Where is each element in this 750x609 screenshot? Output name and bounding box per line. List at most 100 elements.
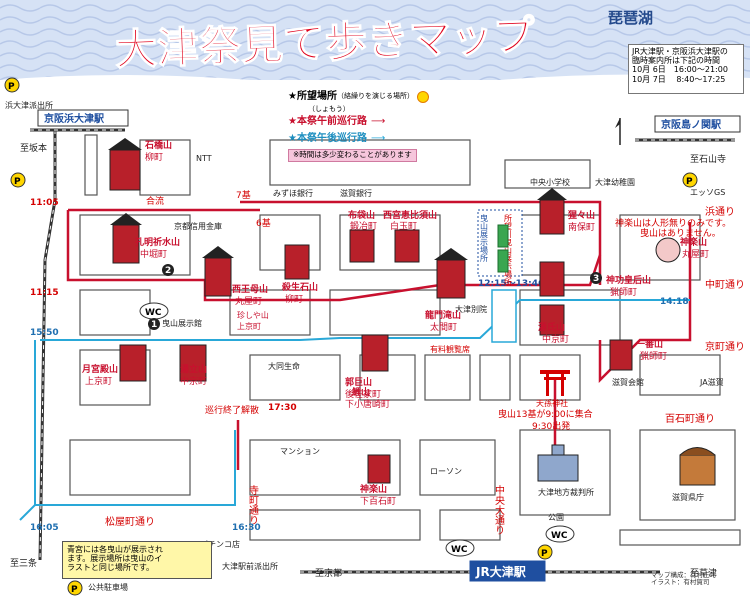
shoreline xyxy=(0,74,750,90)
svg-text:2: 2 xyxy=(165,266,171,276)
float-4[interactable]: 西王母山 丸屋町 xyxy=(202,246,268,307)
green-stand xyxy=(497,249,509,273)
svg-text:11:15: 11:15 xyxy=(30,288,59,298)
svg-text:猟師町: 猟師町 xyxy=(610,286,637,298)
svg-text:P: P xyxy=(71,585,78,595)
float-13[interactable]: 源氏山 中京町 xyxy=(538,304,569,345)
float-5[interactable]: 殺生石山 柳町 xyxy=(281,244,318,305)
note-line1: 青宮には各曳山が展示され xyxy=(67,545,163,554)
keihan-shimanoseki-station[interactable]: 京阪島ノ関駅 xyxy=(654,115,741,133)
wc-text: WC xyxy=(145,308,162,318)
to-kyoto: 至京都 xyxy=(315,567,342,579)
morning-arrow-icon: ⟶ xyxy=(370,115,386,127)
svg-text:下百石町: 下百石町 xyxy=(360,496,396,507)
street-hyakkoku: 百石町通り xyxy=(665,413,715,425)
hours-day2: 10月 7日 8:40～17:25 xyxy=(632,74,726,84)
float-2[interactable]: 龍門滝山 太間町 xyxy=(425,248,468,333)
svg-text:下小唐崎町: 下小唐崎町 xyxy=(345,398,390,410)
legend-time-note: ※時間は多少変わることがあります xyxy=(288,149,417,162)
svg-text:殺生石山: 殺生石山 xyxy=(281,281,318,293)
float-9[interactable]: 郭巨山 後在家町 xyxy=(345,334,389,400)
float-12[interactable]: 湯立山 中京町 xyxy=(179,344,207,387)
station-name: 京阪島ノ関駅 xyxy=(661,118,722,131)
mansion-label: マンション xyxy=(280,447,320,456)
wc-marker-3[interactable]: WC xyxy=(545,525,575,543)
jr-otsu-station[interactable]: JR大津駅 xyxy=(469,560,546,582)
paid-seats-label: 有料観覧席 xyxy=(430,344,470,354)
float-6[interactable]: 月宮殿山 上京町 xyxy=(81,344,147,387)
svg-text:石橋山: 石橋山 xyxy=(144,139,172,151)
court-label: 大津地方裁判所 xyxy=(538,487,594,497)
legend-morning: ★本祭午前巡行路 ⟶ xyxy=(288,113,463,130)
float-18[interactable]: 珍しや山 上京町 xyxy=(237,310,269,331)
lawson-label: ローソン xyxy=(430,467,462,476)
torii-icon xyxy=(540,370,570,396)
float-15[interactable]: 一番山 猟師町 xyxy=(609,338,667,371)
svg-text:7基: 7基 xyxy=(236,189,251,201)
svg-text:湯立山: 湯立山 xyxy=(180,363,207,375)
vertical-street-labels: 中央大通り 寺町通り xyxy=(247,484,505,535)
svg-text:珍しや山: 珍しや山 xyxy=(237,310,269,320)
svg-text:1: 1 xyxy=(151,320,157,330)
afternoon-route xyxy=(19,299,690,521)
to-ishiyamadera: 至石山寺 xyxy=(690,154,726,165)
svg-text:猟師町: 猟師町 xyxy=(640,350,667,362)
float-8[interactable]: 西宮恵比須山 白玉町 xyxy=(383,209,437,263)
station-name: JR大津駅 xyxy=(475,564,527,579)
legend-viewpoint-note: （絡繰りを演じる場所） xyxy=(336,92,414,101)
wc-text: WC xyxy=(551,531,568,541)
svg-text:神楽山は人形無りのみです。: 神楽山は人形無りのみです。 xyxy=(615,217,731,229)
svg-text:9:30出発: 9:30出発 xyxy=(532,420,570,432)
pachinko-label: パチンコ店 xyxy=(200,539,240,549)
chuo-school-label: 中央小学校 xyxy=(530,177,570,187)
float-10[interactable]: 猩々山 南保町 xyxy=(537,188,595,235)
svg-text:後在家町: 後在家町 xyxy=(345,388,381,400)
svg-text:合流: 合流 xyxy=(146,195,164,207)
float-1[interactable]: 石橋山 柳町 xyxy=(108,138,172,191)
daido-label: 大同生命 xyxy=(268,361,300,371)
tenson-label: 天孫神社 xyxy=(536,398,568,408)
svg-text:曳山13基が9:00に集合: 曳山13基が9:00に集合 xyxy=(498,408,593,420)
ja-label: JA滋賀 xyxy=(699,377,724,387)
legend-viewpoint: ★所望場所 （絡繰りを演じる場所） xyxy=(288,88,463,105)
court-icon xyxy=(537,444,579,482)
to-sanjo: 至三条 xyxy=(10,557,37,569)
float-16[interactable]: 神楽山 下百石町 xyxy=(360,454,396,507)
float-11[interactable]: 神功皇后山 猟師町 xyxy=(539,261,651,298)
wc-marker-1[interactable]: WC xyxy=(139,302,169,320)
svg-text:柳町: 柳町 xyxy=(145,151,163,163)
esso-label: エッソGS xyxy=(690,188,725,197)
circled-numbers: 1 2 3 xyxy=(148,264,602,330)
svg-text:16:05: 16:05 xyxy=(30,523,59,533)
wc-marker-2[interactable]: WC xyxy=(445,539,475,557)
svg-text:曳山はありません。: 曳山はありません。 xyxy=(640,228,721,239)
lake-waves xyxy=(0,0,750,80)
float-14[interactable]: 鯉山 下小唐崎町 xyxy=(345,386,390,410)
float-3[interactable]: 孔明祈水山 中堀町 xyxy=(110,213,180,264)
svg-text:神楽山: 神楽山 xyxy=(360,483,387,495)
float-17[interactable]: 神楽山 丸屋町 xyxy=(655,236,709,263)
route-notes: 合流 7基 6基 巡行終了解散 曳山13基が9:00に集合 9:30出発 神楽山… xyxy=(146,189,731,432)
float-7[interactable]: 布袋山 鍛冶町 xyxy=(347,209,377,263)
svg-text:南保町: 南保町 xyxy=(568,221,595,233)
lake-label: 琵琶湖 xyxy=(608,9,653,27)
float-display-note: 青宮には各曳山が展示され ます。展示場所は曳山のイ ラストと同じ場所です。 xyxy=(62,541,212,579)
svg-text:中堀町: 中堀町 xyxy=(140,248,167,260)
kyoto-shinkin-label: 京都信用金庫 xyxy=(174,221,222,231)
legend: ★所望場所 （絡繰りを演じる場所） （しょもう） ★本祭午前巡行路 ⟶ ★本祭午… xyxy=(288,88,463,173)
green-stand xyxy=(497,224,509,248)
afternoon-loop xyxy=(491,289,517,343)
shiga-bank-label: 滋賀銀行 xyxy=(340,188,372,198)
svg-text:鍛冶町: 鍛冶町 xyxy=(350,220,377,232)
svg-text:6基: 6基 xyxy=(256,217,271,229)
floats-layer: 石橋山 柳町 龍門滝山 太間町 孔明祈水山 中堀町 西王母山 丸屋町 殺生石山 … xyxy=(81,138,709,507)
street-matsuya: 松屋町通り xyxy=(105,515,155,528)
keihan-hamaotsu-station[interactable]: 京阪浜大津駅 xyxy=(37,109,129,127)
credit-illus: イラスト：有村賀司 xyxy=(651,578,710,587)
svg-text:白玉町: 白玉町 xyxy=(390,220,417,232)
svg-text:太間町: 太間町 xyxy=(430,321,457,333)
svg-text:月宮殿山: 月宮殿山 xyxy=(81,363,118,375)
svg-text:P: P xyxy=(14,177,21,187)
time-labels: 11:05 11:15 15:50 16:05 16:30 17:30 14:1… xyxy=(30,198,689,533)
legend-morning-label: ★本祭午前巡行路 xyxy=(288,115,367,127)
